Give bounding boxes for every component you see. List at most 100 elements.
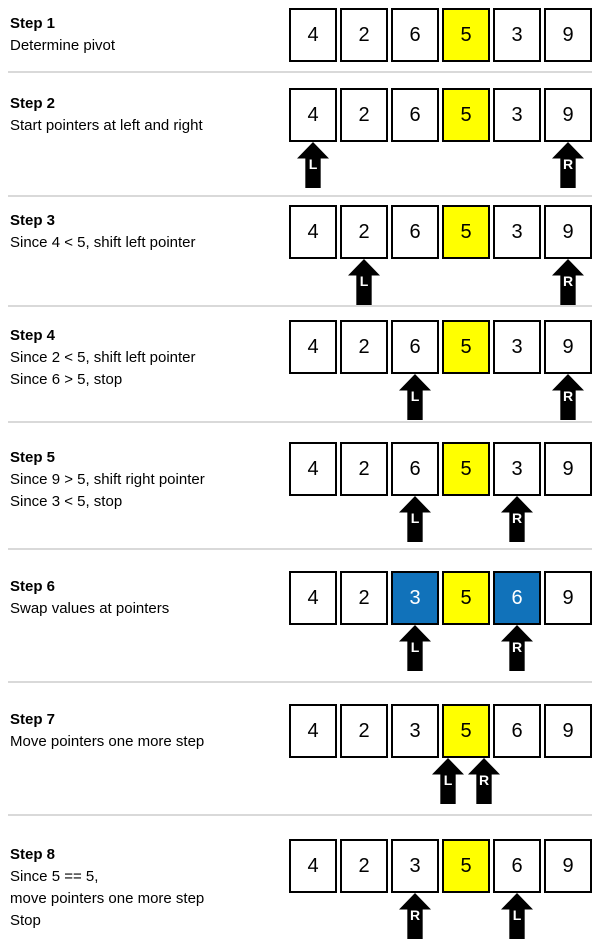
right-pointer-arrow-icon: R xyxy=(552,259,584,305)
array-cell-swapped: 3 xyxy=(391,571,439,625)
row-divider xyxy=(8,71,592,73)
array-cell: 9 xyxy=(544,571,592,625)
array-cell: 2 xyxy=(340,571,388,625)
array-cell: 4 xyxy=(289,320,337,374)
array-cell: 9 xyxy=(544,88,592,142)
pointer-letter: L xyxy=(512,907,522,923)
step-title: Step 1 xyxy=(10,15,56,32)
pointer-letter: R xyxy=(511,510,523,526)
right-pointer-arrow-icon: R xyxy=(501,625,533,671)
array-cell: 3 xyxy=(493,8,541,62)
step-title: Step 6 xyxy=(10,578,56,595)
array-cell: 6 xyxy=(391,88,439,142)
row-divider xyxy=(8,814,592,816)
array-cell: 6 xyxy=(391,320,439,374)
pointer-letter: L xyxy=(443,772,453,788)
array-cell-pivot: 5 xyxy=(442,442,490,496)
array-cell: 3 xyxy=(493,88,541,142)
left-pointer-arrow-icon: L xyxy=(399,374,431,420)
step-title: Step 7 xyxy=(10,711,56,728)
array-cell-swapped: 6 xyxy=(493,571,541,625)
array-cell: 6 xyxy=(493,839,541,893)
right-pointer-arrow-icon: R xyxy=(552,142,584,188)
step-caption: Step 1 Determine pivot xyxy=(0,8,289,57)
array-cell: 3 xyxy=(391,704,439,758)
pointer-letter: R xyxy=(409,907,421,923)
array-cell: 9 xyxy=(544,704,592,758)
array-cell: 2 xyxy=(340,88,388,142)
array-cell-pivot: 5 xyxy=(442,8,490,62)
array-cell: 3 xyxy=(493,205,541,259)
step-title: Step 2 xyxy=(10,95,56,112)
step-description-line: move pointers one more step xyxy=(10,890,205,907)
step-caption: Step 2 Start pointers at left and right xyxy=(0,88,289,137)
array-cell: 2 xyxy=(340,442,388,496)
array-cell: 2 xyxy=(340,8,388,62)
row-divider xyxy=(8,305,592,307)
array-cell: 9 xyxy=(544,839,592,893)
step-description-line: Stop xyxy=(10,912,41,929)
array-cell-pivot: 5 xyxy=(442,704,490,758)
array-cell-pivot: 5 xyxy=(442,320,490,374)
pointer-letter: R xyxy=(562,273,574,289)
left-pointer-arrow-icon: L xyxy=(501,893,533,939)
array-cell-pivot: 5 xyxy=(442,571,490,625)
array-cell: 3 xyxy=(391,839,439,893)
row-divider xyxy=(8,681,592,683)
left-pointer-arrow-icon: L xyxy=(297,142,329,188)
array-cell: 3 xyxy=(493,320,541,374)
step-description-line: Since 6 > 5, stop xyxy=(10,371,123,388)
left-pointer-arrow-icon: L xyxy=(399,496,431,542)
pointer-letter: L xyxy=(410,388,420,404)
array-cell: 9 xyxy=(544,442,592,496)
pointer-letter: R xyxy=(562,388,574,404)
array-cell: 2 xyxy=(340,205,388,259)
pointer-letter: R xyxy=(562,156,574,172)
pointer-letter: R xyxy=(478,772,490,788)
step-title: Step 3 xyxy=(10,212,56,229)
step-row: Step 8 Since 5 == 5,move pointers one mo… xyxy=(0,816,600,942)
array-cell-pivot: 5 xyxy=(442,839,490,893)
row-divider xyxy=(8,421,592,423)
step-description-line: Move pointers one more step xyxy=(10,733,205,750)
step-caption: Step 7 Move pointers one more step xyxy=(0,704,289,753)
step-row: Step 3 Since 4 < 5, shift left pointer 4… xyxy=(0,197,600,305)
pointer-letter: R xyxy=(511,639,523,655)
array-cell: 6 xyxy=(493,704,541,758)
array-cell: 6 xyxy=(391,205,439,259)
right-pointer-arrow-icon: R xyxy=(552,374,584,420)
pointer-letter: L xyxy=(308,156,318,172)
array-cell: 4 xyxy=(289,8,337,62)
array-cell: 4 xyxy=(289,442,337,496)
row-divider xyxy=(8,548,592,550)
array-cell: 4 xyxy=(289,839,337,893)
step-title: Step 4 xyxy=(10,327,56,344)
array-cell: 4 xyxy=(289,704,337,758)
right-pointer-arrow-icon: R xyxy=(501,496,533,542)
array-cell: 2 xyxy=(340,320,388,374)
